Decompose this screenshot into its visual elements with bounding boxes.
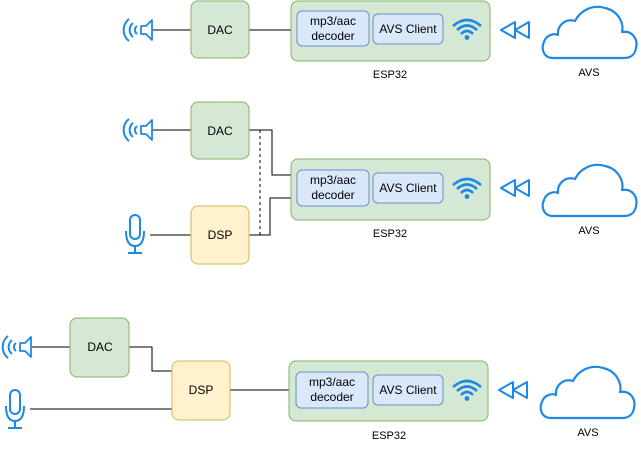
cloud-icon [539, 365, 636, 420]
cloud-icon [541, 163, 638, 218]
decoder-label-line1: mp3/aac [309, 375, 355, 389]
avs-client-box [372, 374, 444, 406]
connector-dac-esp32 [249, 129, 291, 176]
decoder-label-line1: mp3/aac [310, 173, 356, 187]
speaker-icon [122, 118, 153, 142]
cloud-icon [541, 5, 638, 60]
diagram-2: DAC DSP mp3/aac decoder AVS Client ESP32… [122, 101, 638, 265]
connector-dsp-esp32 [249, 197, 291, 236]
dsp-label: DSP [208, 228, 233, 242]
dac-box [190, 101, 250, 160]
avs-client-label: AVS Client [379, 181, 437, 195]
esp32-label: ESP32 [373, 228, 407, 240]
decoder-box [296, 169, 370, 207]
diagram-3: DAC DSP mp3/aac decoder AVS Client ESP32… [1, 317, 636, 442]
speaker-icon [1, 335, 32, 359]
rewind-icon [498, 381, 528, 399]
speaker-icon [122, 18, 153, 42]
dac-label: DAC [207, 124, 233, 138]
avs-client-label: AVS Client [379, 383, 437, 397]
avs-label: AVS [577, 427, 598, 439]
diagram-1: DAC mp3/aac decoder AVS Client ESP32 AVS [122, 0, 638, 81]
dac-box [190, 0, 250, 59]
rewind-icon [500, 179, 530, 197]
microphone-icon [125, 214, 145, 254]
dsp-label: DSP [189, 383, 214, 397]
avs-client-box [372, 172, 444, 204]
decoder-label-line2: decoder [311, 29, 354, 43]
avs-label: AVS [578, 225, 599, 237]
dac-box [69, 317, 130, 378]
decoder-label-line2: decoder [310, 390, 353, 404]
dsp-box [190, 205, 250, 265]
decoder-label-line2: decoder [311, 188, 354, 202]
avs-client-label: AVS Client [379, 22, 437, 36]
esp32-label: ESP32 [372, 430, 406, 442]
esp32-label: ESP32 [373, 69, 407, 81]
avs-label: AVS [578, 67, 599, 79]
dac-label: DAC [207, 23, 233, 37]
microphone-icon [5, 389, 25, 429]
decoder-label-line1: mp3/aac [310, 14, 356, 28]
dac-label: DAC [87, 340, 113, 354]
decoder-box [296, 10, 370, 47]
dsp-box [171, 360, 231, 421]
avs-client-box [372, 13, 444, 45]
decoder-box [295, 371, 369, 409]
rewind-icon [500, 21, 530, 39]
connector-dac-dsp [129, 346, 172, 372]
